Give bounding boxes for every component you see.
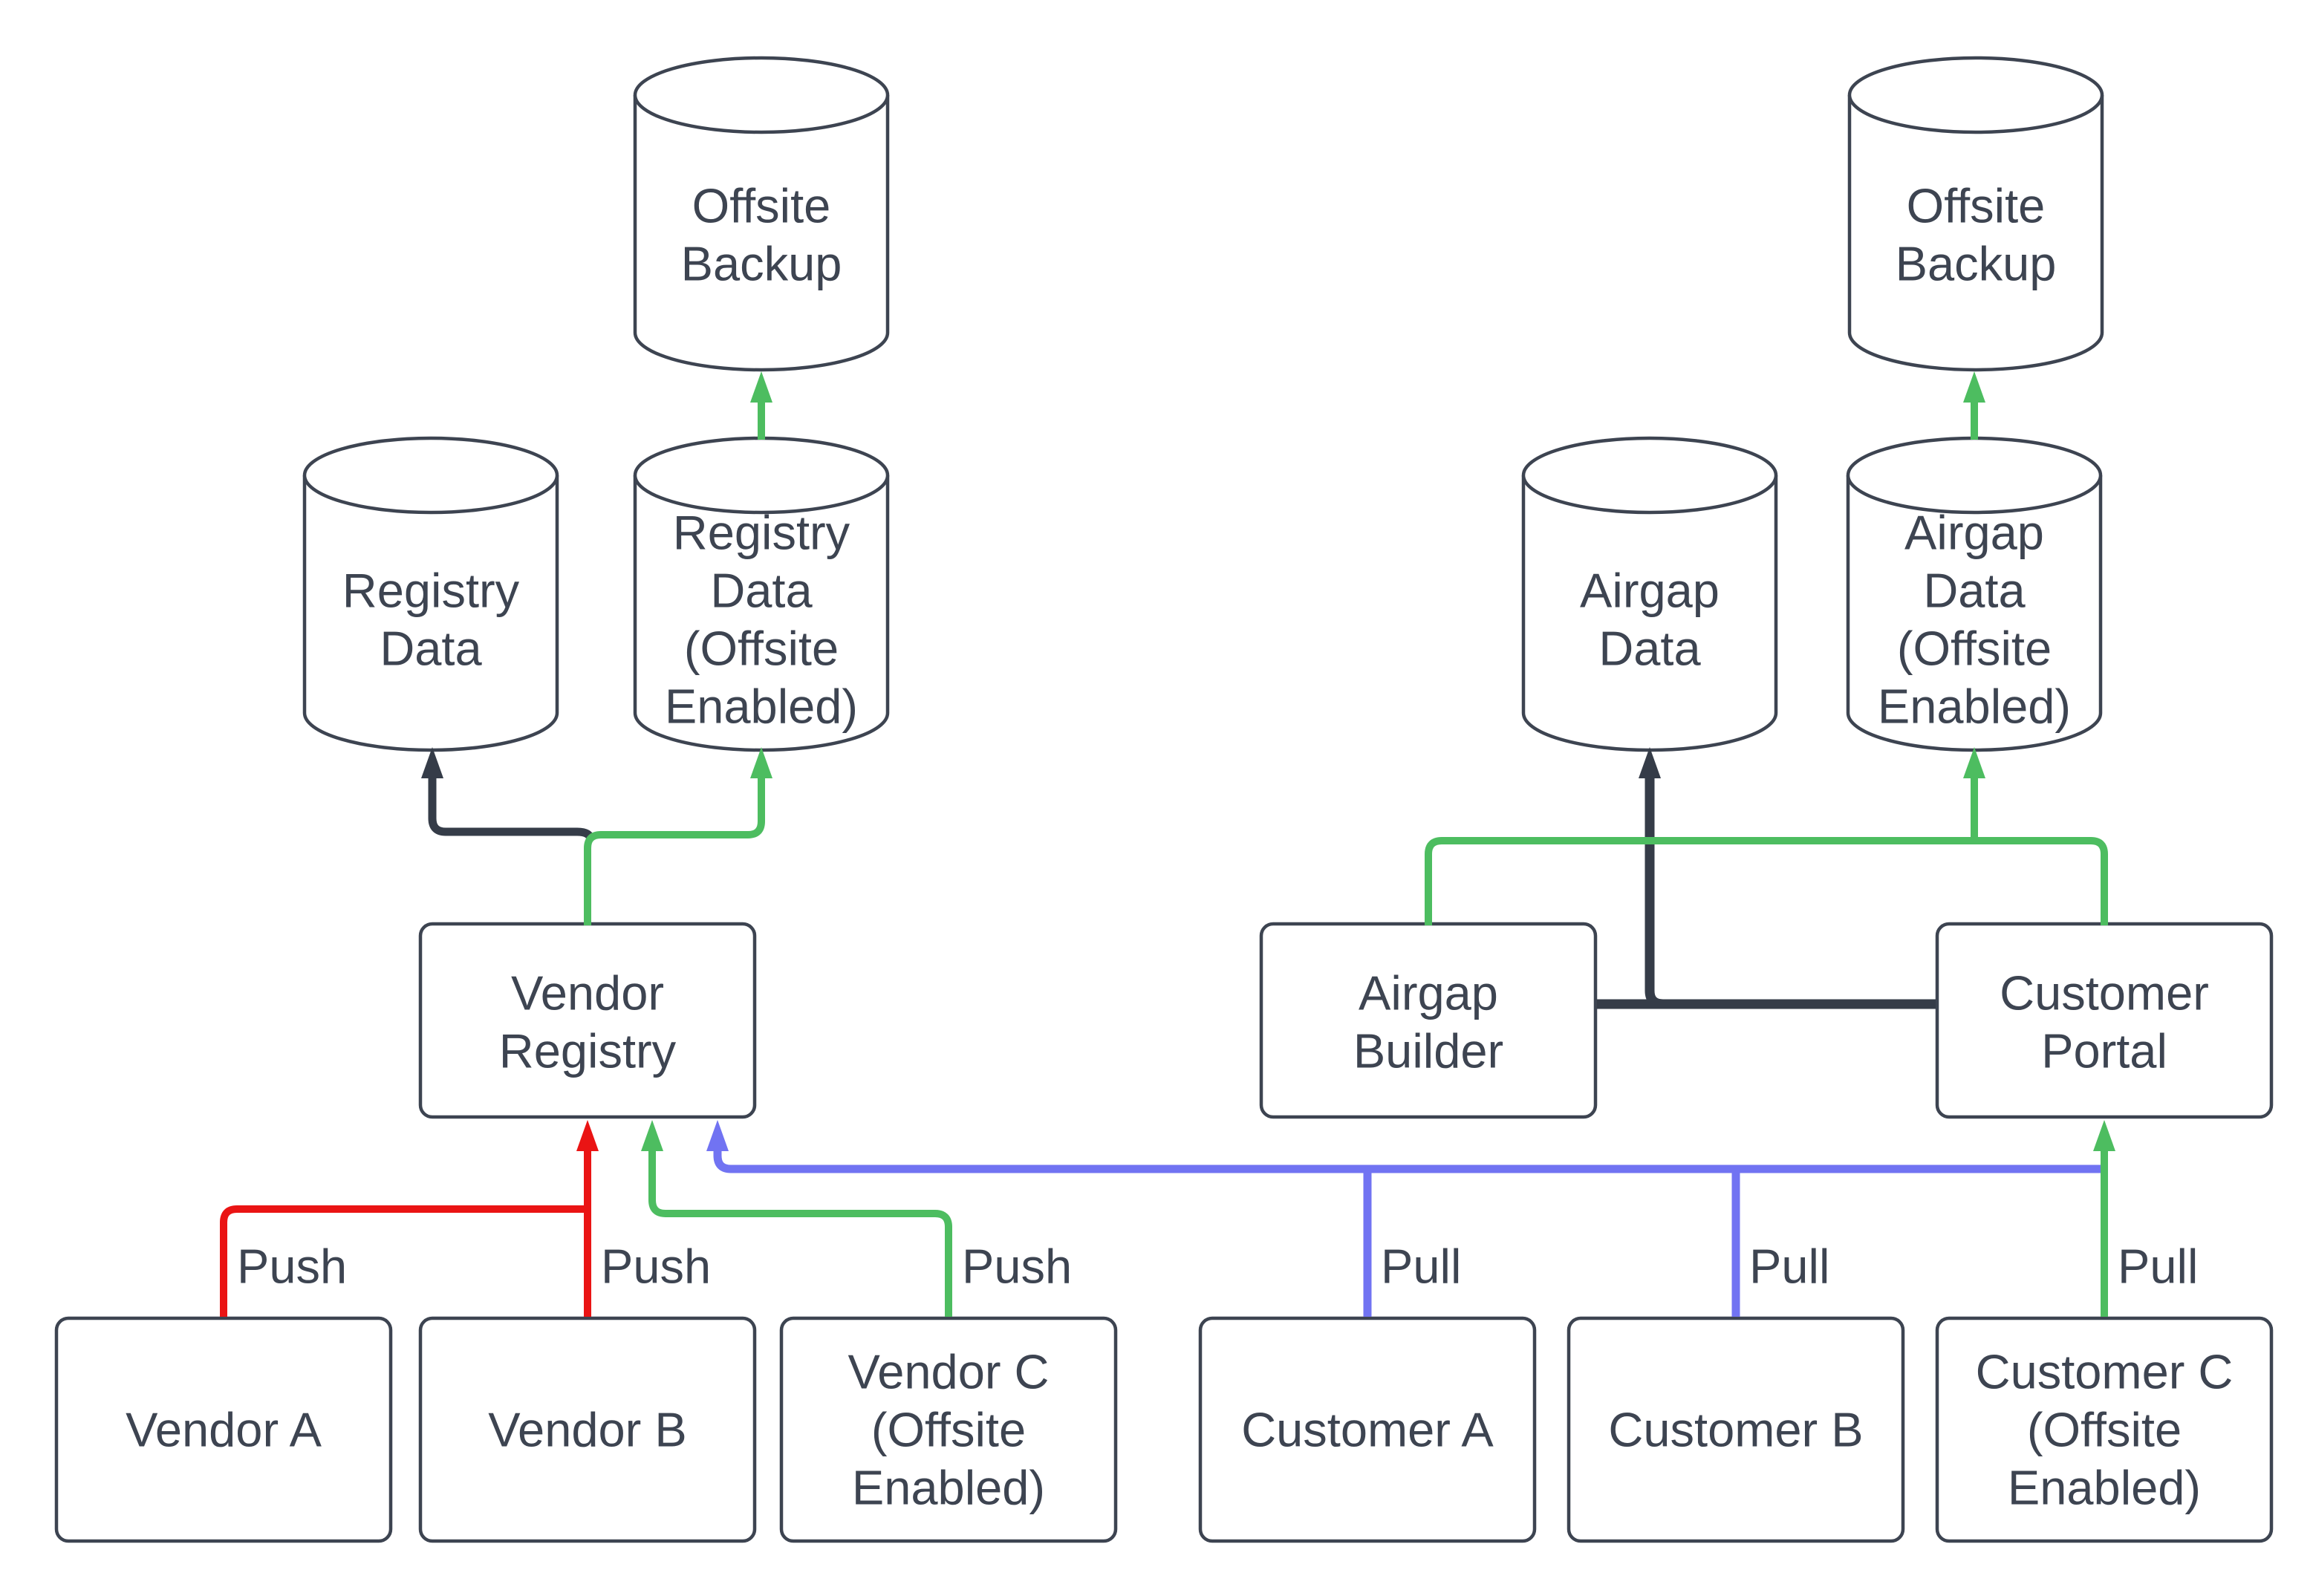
- node-label: (Offsite: [684, 622, 839, 676]
- arrowhead-up-icon: [421, 747, 443, 778]
- box-shape: [54, 1316, 393, 1543]
- edge-vendor-c-push-green: [641, 1120, 952, 1317]
- node-registry-data: Registry Data: [302, 436, 559, 752]
- node-customer-b: Customer B: [1567, 1316, 1905, 1543]
- node-label: Vendor C: [848, 1345, 1049, 1399]
- node-label: (Offsite: [1897, 622, 2052, 676]
- node-vendor-a: Vendor A: [54, 1316, 393, 1543]
- edge-airgap-builder-customer-portal-to-airgap-data: [1597, 747, 1936, 1009]
- edge-vendor-registry-to-registry-data: [421, 747, 595, 841]
- edge-vendor-registry-to-registry-data-offsite: [584, 747, 772, 925]
- edge-label-push-vendor-b: Push: [601, 1240, 711, 1294]
- connector-line: [584, 778, 765, 925]
- cylinder-top: [1846, 436, 2103, 515]
- node-label: Vendor A: [126, 1403, 322, 1457]
- cylinder-shape: [633, 95, 890, 372]
- node-label: Customer A: [1241, 1403, 1494, 1457]
- node-label: Backup: [1896, 237, 2057, 291]
- box-shape: [418, 922, 757, 1119]
- edge-vendor-a-b-push-red: [220, 1120, 599, 1317]
- node-vendor-b: Vendor B: [418, 1316, 757, 1543]
- node-label: Enabled): [2008, 1461, 2201, 1515]
- node-airgap-builder: Airgap Builder: [1259, 922, 1598, 1119]
- edge-airgap-builder-customer-portal-to-airgap-data-offsite: [1425, 747, 2108, 925]
- node-label: (Offsite: [2027, 1403, 2182, 1457]
- node-customer-portal: Customer Portal: [1935, 922, 2274, 1119]
- node-label: Data: [1923, 564, 2026, 618]
- arrowhead-up-icon: [1639, 747, 1661, 778]
- edge-label-push-vendor-c: Push: [962, 1240, 1072, 1294]
- node-label: Data: [380, 622, 482, 676]
- box-shape: [779, 1316, 1118, 1543]
- node-label: Vendor: [511, 966, 664, 1020]
- node-label: Enabled): [665, 680, 858, 734]
- edge-customer-c-pull-green: [2093, 1120, 2115, 1317]
- connector-line: [1425, 778, 2108, 925]
- connector-line: [648, 1151, 952, 1317]
- edge-customer-a-b-pull-blue: [706, 1120, 2104, 1317]
- arrowhead-up-icon: [750, 371, 772, 403]
- cylinder-top: [302, 436, 559, 515]
- node-label: Backup: [681, 237, 842, 291]
- box-shape: [1935, 922, 2274, 1119]
- node-label: Builder: [1353, 1024, 1503, 1078]
- node-registry-data-offsite: Registry Data (Offsite Enabled): [633, 436, 890, 752]
- edge-label-pull-customer-b: Pull: [1749, 1240, 1829, 1294]
- node-label: Portal: [2041, 1024, 2167, 1078]
- node-label: Customer: [2000, 966, 2209, 1020]
- arrowhead-up-icon: [1963, 371, 1985, 403]
- cylinder-shape: [302, 475, 559, 752]
- box-shape: [418, 1316, 757, 1543]
- cylinder-shape: [1847, 95, 2104, 372]
- node-airgap-data-offsite: Airgap Data (Offsite Enabled): [1846, 436, 2103, 752]
- box-shape: [1198, 1316, 1537, 1543]
- connector-line: [1597, 778, 1936, 1009]
- node-label: Offsite: [1907, 179, 2046, 233]
- node-label: Airgap: [1904, 506, 2044, 560]
- edge-airgap-data-offsite-to-offsite-backup: [1963, 371, 1985, 440]
- node-label: Data: [1598, 622, 1701, 676]
- connector-line: [428, 778, 595, 841]
- connector-line: [713, 1151, 2104, 1317]
- node-vendor-c: Vendor C (Offsite Enabled): [779, 1316, 1118, 1543]
- node-airgap-data: Airgap Data: [1521, 436, 1778, 752]
- cylinder-top: [633, 436, 890, 515]
- edge-registry-data-offsite-to-offsite-backup: [750, 371, 772, 440]
- node-offsite-backup-right: Offsite Backup: [1847, 56, 2104, 372]
- connector-line: [220, 1151, 591, 1317]
- node-label: Enabled): [852, 1461, 1045, 1515]
- node-label: Airgap: [1359, 966, 1498, 1020]
- node-label: Registry: [499, 1024, 677, 1078]
- node-label: Airgap: [1580, 564, 1720, 618]
- node-label: Registry: [342, 564, 520, 618]
- box-shape: [1567, 1316, 1905, 1543]
- node-label: Data: [710, 564, 813, 618]
- edge-label-pull-customer-c: Pull: [2118, 1240, 2198, 1294]
- node-vendor-registry: Vendor Registry: [418, 922, 757, 1119]
- node-label: Enabled): [1878, 680, 2071, 734]
- node-label: (Offsite: [871, 1403, 1026, 1457]
- arrowhead-up-icon: [1963, 747, 1985, 778]
- node-customer-a: Customer A: [1198, 1316, 1537, 1543]
- edge-label-pull-customer-a: Pull: [1381, 1240, 1461, 1294]
- node-offsite-backup-left: Offsite Backup: [633, 56, 890, 372]
- cylinder-top: [633, 56, 890, 134]
- arrowhead-up-icon: [706, 1120, 729, 1151]
- arrowhead-up-icon: [576, 1120, 599, 1151]
- node-customer-c: Customer C (Offsite Enabled): [1935, 1316, 2274, 1543]
- box-shape: [1259, 922, 1598, 1119]
- node-label: Customer B: [1608, 1403, 1863, 1457]
- node-label: Customer C: [1976, 1345, 2234, 1399]
- box-shape: [1935, 1316, 2274, 1543]
- cylinder-top: [1847, 56, 2104, 134]
- arrowhead-up-icon: [750, 747, 772, 778]
- arrowhead-up-icon: [2093, 1120, 2115, 1151]
- edge-label-push-vendor-a: Push: [237, 1240, 347, 1294]
- cylinder-top: [1521, 436, 1778, 515]
- arrowhead-up-icon: [641, 1120, 663, 1151]
- node-label: Registry: [673, 506, 850, 560]
- node-label: Vendor B: [488, 1403, 686, 1457]
- node-label: Offsite: [692, 179, 831, 233]
